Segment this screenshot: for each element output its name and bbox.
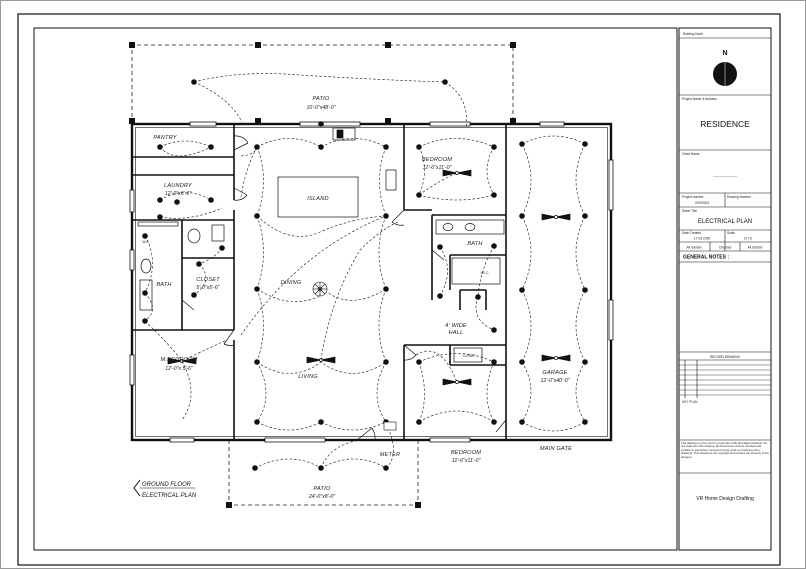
project-name: RESIDENCE (700, 119, 750, 129)
dim-patio-top: 10'-0"x48'-0" (306, 105, 336, 111)
label-bath-1: BATH (467, 241, 483, 247)
label-bath-2: BATH (156, 282, 172, 288)
label-wide-hall-2: HALL (449, 330, 464, 336)
sheet-title: ELECTRICAL PLAN (698, 219, 752, 225)
label-wc: W.C. (143, 240, 150, 244)
label-pantry: PANTRY (153, 135, 177, 141)
scale-label: Scale (727, 231, 735, 235)
interior-walls (132, 124, 507, 440)
label-main-gate: MAIN GATE (540, 446, 572, 452)
company-name: VR Home Design Drafting (696, 496, 754, 502)
fixtures (137, 127, 505, 363)
label-wic: W.I.C. (481, 271, 490, 275)
label-patio-bottom: PATIO (314, 486, 331, 492)
record-drawing-heading: RECORD DRAWING (710, 355, 741, 359)
chandelier-icon (312, 281, 328, 297)
project-number-label: Project number (682, 195, 705, 199)
plan-frame (33, 27, 678, 551)
client-name-value: ------------------ (713, 173, 738, 178)
label-bedroom-2: BEDROOM (451, 450, 481, 456)
date-created-label: Date Created (682, 231, 701, 235)
label-meter: METER (380, 452, 401, 458)
dim-master-bedroom: 12'-0"x 5'-6" (165, 366, 194, 372)
doors (181, 135, 507, 441)
dim-patio-bottom: 24'-0"x8'-0" (308, 494, 336, 500)
date-created-value: 17-03-2026 (694, 237, 711, 241)
dim-bedroom-2: 12'-6"x11'-0" (452, 458, 482, 464)
exterior-wall-inner (135, 127, 608, 437)
wiring-arcs (144, 73, 586, 469)
dim-laundry: 12'-0"x6'-6" (165, 191, 192, 197)
label-dining: DINING (281, 280, 302, 286)
plan-title-line-2: ELECTRICAL PLAN (142, 493, 197, 499)
meter-box (383, 421, 397, 431)
label-closet: CLOSET (196, 277, 220, 283)
drawing-number-label: Drawing Number (727, 195, 752, 199)
label-laundry: LAUNDRY (164, 183, 193, 189)
label-closet-2: CLOSET (463, 354, 476, 358)
building-north-label: Building North (683, 32, 703, 36)
title-block (679, 37, 771, 474)
dim-garage: 12'-0"x40'-0" (540, 378, 570, 384)
plan-title: GROUND FLOOR ELECTRICAL PLAN (133, 479, 197, 499)
general-notes-heading: GENERAL NOTES : (683, 255, 729, 261)
drawn-value: Ali Sardari (687, 246, 702, 250)
title-block-frame (678, 27, 772, 551)
patio-posts (129, 42, 516, 508)
key-plan-label: KEY PLAN (682, 400, 698, 404)
label-living: LIVING (298, 374, 318, 380)
checked-value: Ali Sardari (748, 246, 763, 250)
windows (129, 121, 614, 443)
project-name-label: Project Name & Address (682, 97, 717, 101)
patio-outlines (131, 44, 514, 506)
record-drawing-grid (679, 364, 771, 396)
plan-title-line-1: GROUND FLOOR (142, 482, 192, 488)
exterior-wall (130, 122, 613, 442)
dim-closet: 5'-0"x5'-6" (196, 285, 220, 291)
ceiling-fan-icon (167, 169, 571, 386)
project-number: 20290204 (695, 201, 709, 205)
label-patio-top: PATIO (313, 96, 330, 102)
label-garage: GARAGE (542, 370, 567, 376)
dim-bedroom-1: 12'-6"x11'-0" (423, 165, 453, 171)
north-letter: N (722, 50, 727, 57)
disclaimer-box: This drawing is to be used in conjunctio… (681, 442, 769, 459)
label-bedroom-1: BEDROOM (422, 157, 452, 163)
client-name-label: Client Name (682, 152, 700, 156)
scale-value: N.T.S (744, 237, 752, 241)
sheet-title-label: Sheet Title (682, 209, 697, 213)
kitchen-island (277, 176, 359, 218)
drawing-border (17, 13, 781, 566)
label-wide-hall-1: 4' WIDE (445, 323, 467, 329)
disclaimer-text: This drawing is to be used in conjunctio… (681, 442, 769, 459)
label-master-bedroom: M.BEDROOM (161, 357, 198, 363)
label-island: ISLAND (307, 196, 328, 202)
checked-label: Checked (719, 246, 732, 250)
